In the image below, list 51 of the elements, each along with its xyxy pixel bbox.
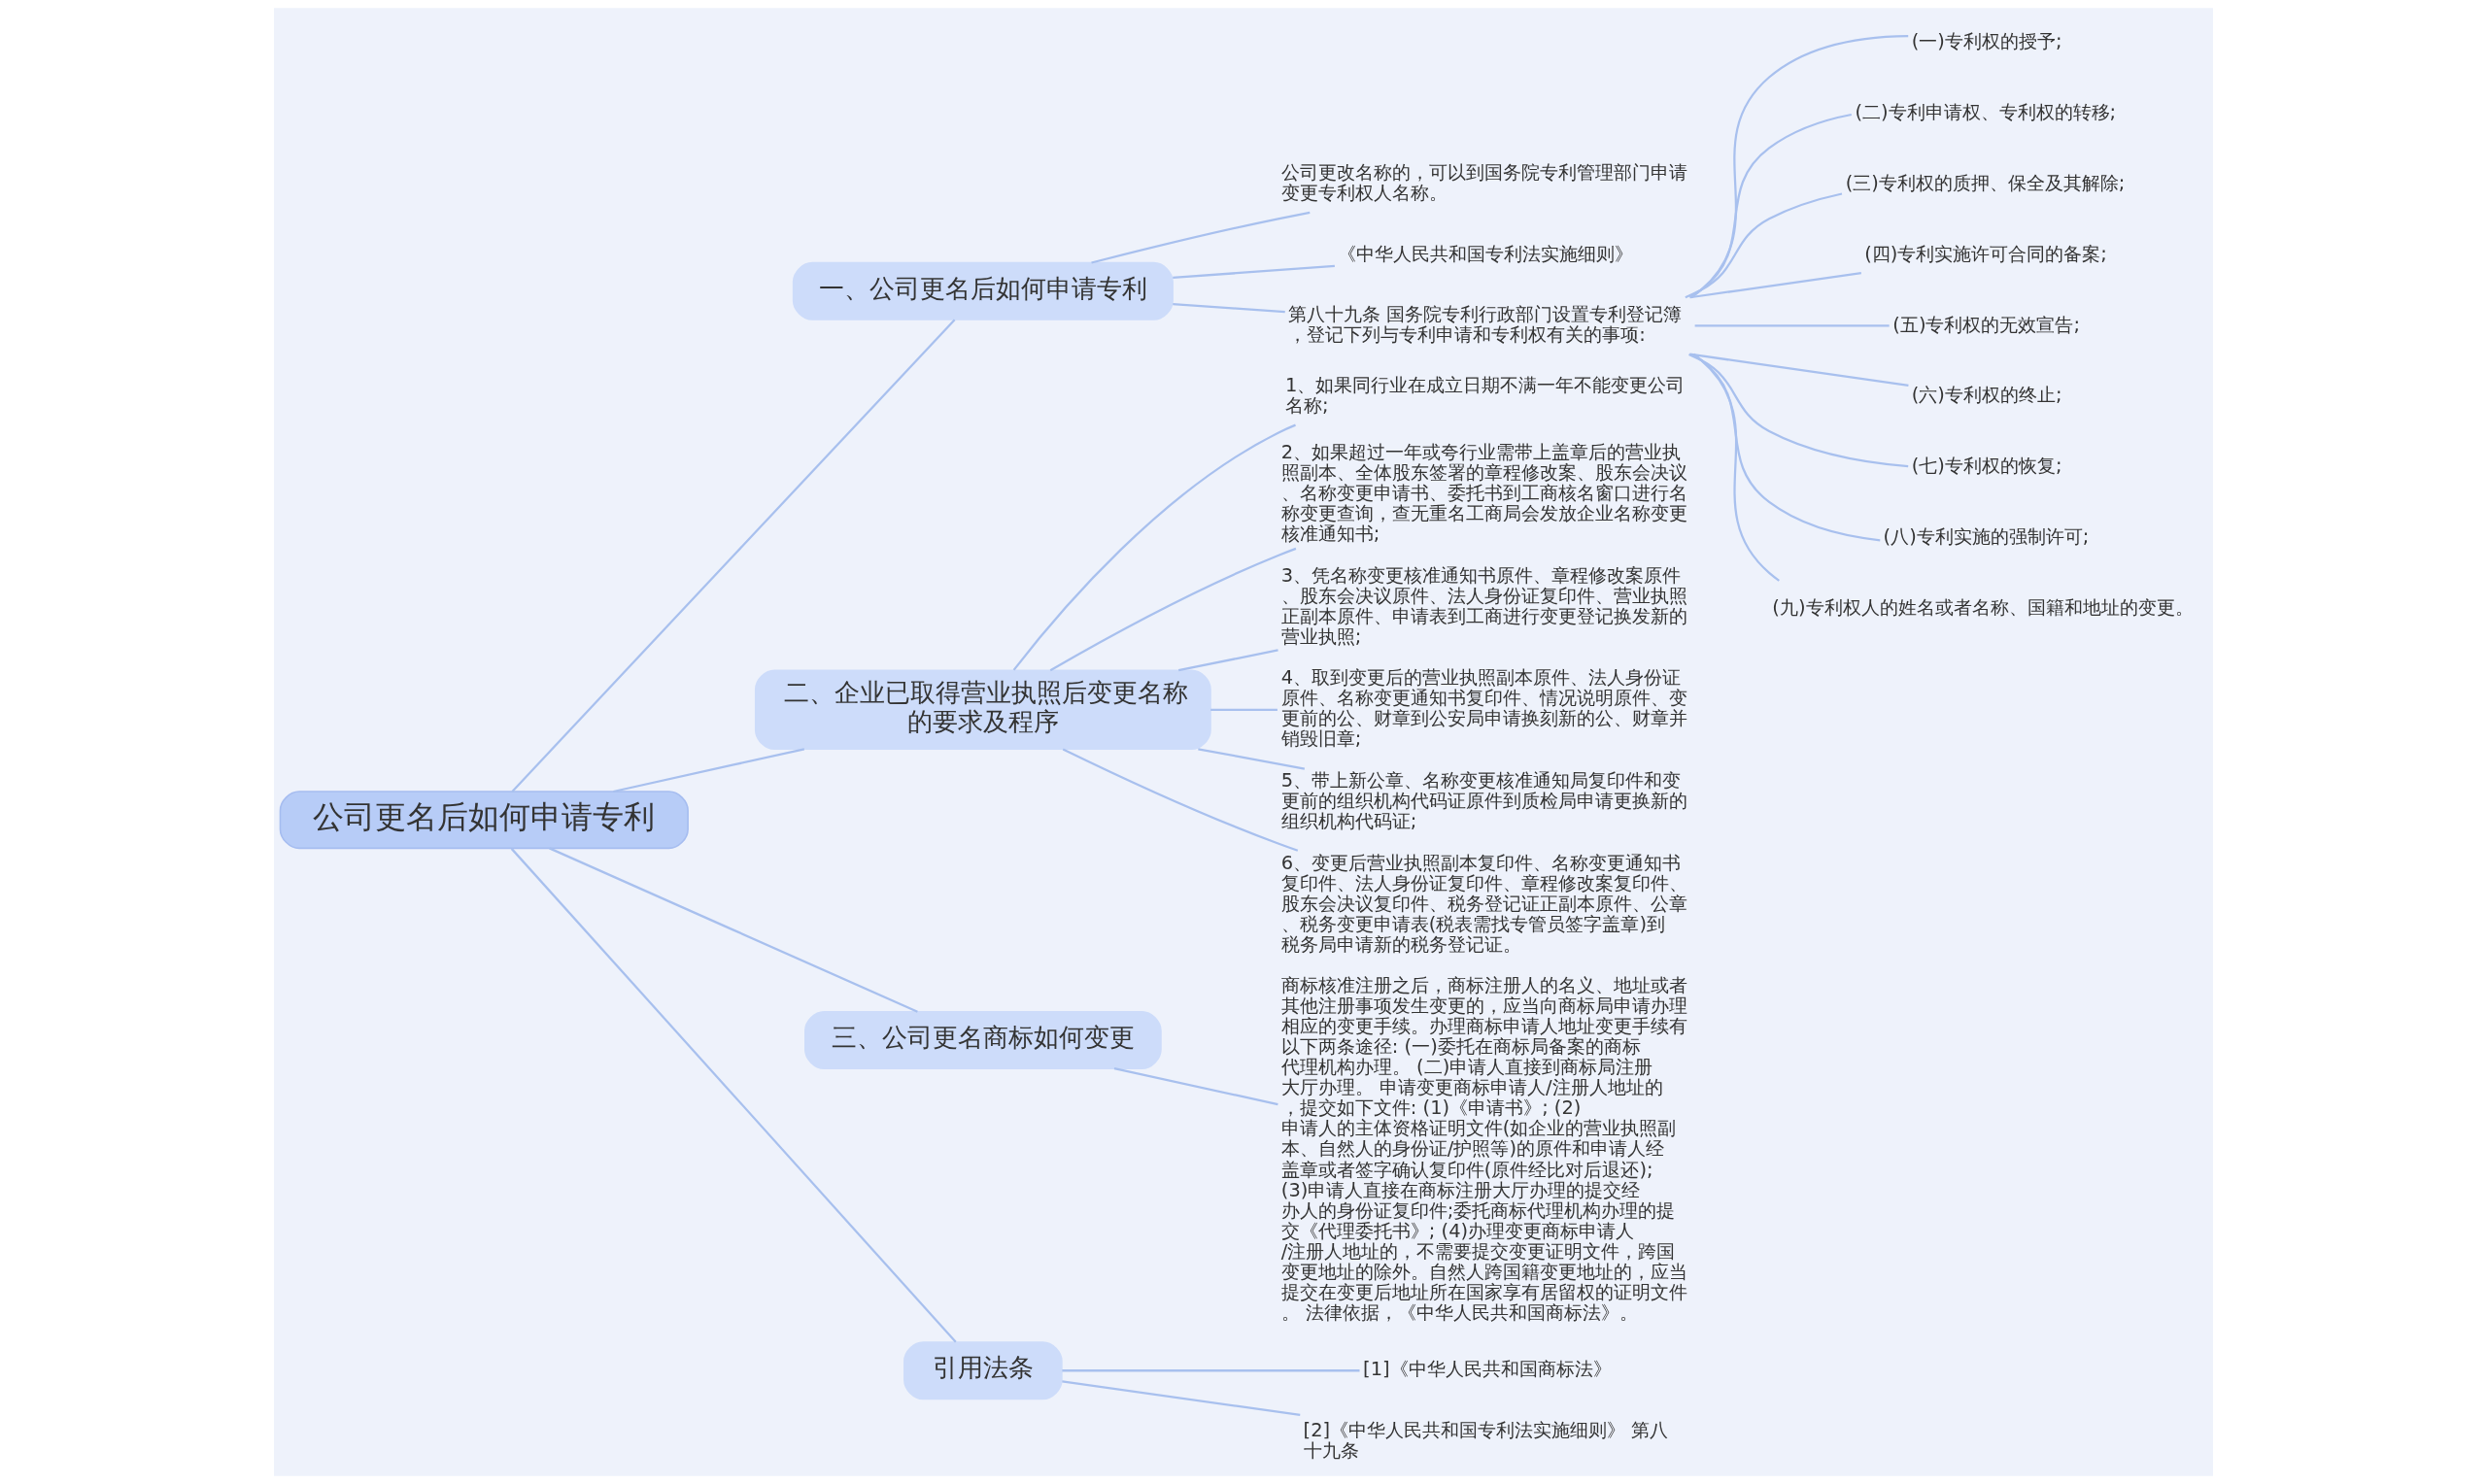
node-text: (七)专利权的恢复;	[1911, 455, 2062, 478]
connector	[1692, 353, 1780, 582]
node-box: 一、公司更名后如何申请专利	[792, 261, 1174, 320]
connector	[1012, 423, 1296, 671]
node-text: (六)专利权的终止;	[1911, 384, 2062, 407]
node-text: (四)专利实施许可合同的备案;	[1864, 242, 2107, 265]
connector	[1091, 211, 1311, 264]
connector	[1198, 748, 1306, 770]
connector	[1688, 353, 1909, 468]
node-text: (一)专利权的授予;	[1911, 29, 2062, 52]
connector	[1113, 1067, 1278, 1106]
node-box: 引用法条	[903, 1341, 1063, 1400]
connector	[1689, 353, 1909, 387]
node-text: (二)专利申请权、专利权的转移;	[1855, 100, 2117, 123]
connector	[1049, 547, 1297, 672]
node-text: 6、变更后营业执照副本复印件、名称变更通知书复印件、法人身份证复印件、章程修改案复印件、股东会决议复印件、税务登记证正副本原件、公章、税务变更申请表(税表需找专管员签字盖章)到税务局申请新的税务登记证。	[1280, 851, 1687, 956]
node-text: (九)专利权人的姓名或者名称、国籍和地址的变更。	[1772, 596, 2194, 620]
connector	[1689, 113, 1852, 299]
connector	[1177, 649, 1278, 672]
connector	[1694, 324, 1890, 327]
node-text: 2、如果超过一年或夸行业需带上盖章后的营业执照副本、全体股东签署的章程修改案、股东会决议、名称变更申请书、委托书到工商核名窗口进行名称变更查询，查无重名工商局会发放企业名称变更核准通知书;	[1280, 440, 1687, 545]
connector	[549, 847, 918, 1013]
connector	[511, 319, 956, 793]
node-box: 三、公司更名商标如何变更	[804, 1011, 1162, 1069]
connector	[1062, 1369, 1360, 1372]
connector	[1062, 748, 1299, 852]
connector	[1689, 271, 1861, 299]
node-box: 二、企业已取得营业执照后变更名称的要求及程序	[754, 669, 1211, 751]
connector	[1685, 192, 1843, 299]
node-text: (三)专利权的质押、保全及其解除;	[1845, 171, 2126, 194]
connector	[1691, 354, 1881, 542]
connector	[1173, 264, 1335, 280]
node-text: [1]《中华人民共和国商标法》	[1363, 1358, 1612, 1381]
connector	[613, 748, 805, 793]
node-text: 《中华人民共和国专利法实施细则》	[1338, 242, 1634, 265]
connector	[1210, 708, 1278, 711]
node-text: [2]《中华人民共和国专利法实施细则》 第八十九条	[1303, 1418, 1669, 1462]
connector	[1062, 1380, 1301, 1417]
connector	[510, 848, 957, 1343]
node-text: 3、凭名称变更核准通知书原件、章程修改案原件、股东会决议原件、法人身份证复印件、营业执照正副本原件、申请表到工商进行变更登记换发新的营业执照;	[1280, 563, 1687, 649]
node-text: 4、取到变更后的营业执照副本原件、法人身份证原件、名称变更通知书复印件、情况说明原件、变更前的公、财章到公安局申请换刻新的公、财章并销毁旧章;	[1280, 666, 1687, 751]
node-text: (八)专利实施的强制许可;	[1883, 525, 2090, 549]
connector	[1690, 34, 1909, 299]
node-text: (五)专利权的无效宣告;	[1892, 313, 2081, 336]
node-text: 5、带上新公章、名称变更核准通知局复印件和变更前的组织机构代码证原件到质检局申请更换新的组织机构代码证;	[1280, 769, 1687, 833]
node-text: 第八十九条 国务院专利行政部门设置专利登记簿，登记下列与专利申请和专利权有关的事项:	[1288, 302, 1683, 347]
node-box: 公司更名后如何申请专利	[279, 791, 689, 850]
connector	[1173, 303, 1285, 314]
node-text: 公司更改名称的，可以到国务院专利管理部门申请变更专利权人名称。	[1280, 161, 1687, 205]
node-text: 商标核准注册之后，商标注册人的名义、地址或者其他注册事项发生变更的，应当向商标局申请办理相应的变更手续。办理商标申请人地址变更手续有以下两条途径: (一)委托在商标局备案的商标代理机构办理。 (二)申请人直接到商标局注册大厅办理。 申请变更商标申请人/注册人地址的，提交如下文件: (1)《申请书》; (2)申请人的主体资格证明文件(如企业的营业执照副本、自然人的身份证/护照等)的原件和申请人经盖章或者签字确认复印件(原件经比对后退还); (3)申请人直接在商标注册大厅办理的提交经办人的身份证复印件;委托商标代理机构办理的提交《代理委托书》; (4)办理变更商标申请人/注册人地址的，不需要提交变更证明文件，跨国变更地址的除外。自然人跨国籍变更地址的，应当提交在变更后地址所在国家享有居留权的证明文件。 法律依据，《中华人民共和国商标法》。	[1280, 973, 1687, 1324]
node-text: 1、如果同行业在成立日期不满一年不能变更公司名称;	[1284, 373, 1686, 417]
